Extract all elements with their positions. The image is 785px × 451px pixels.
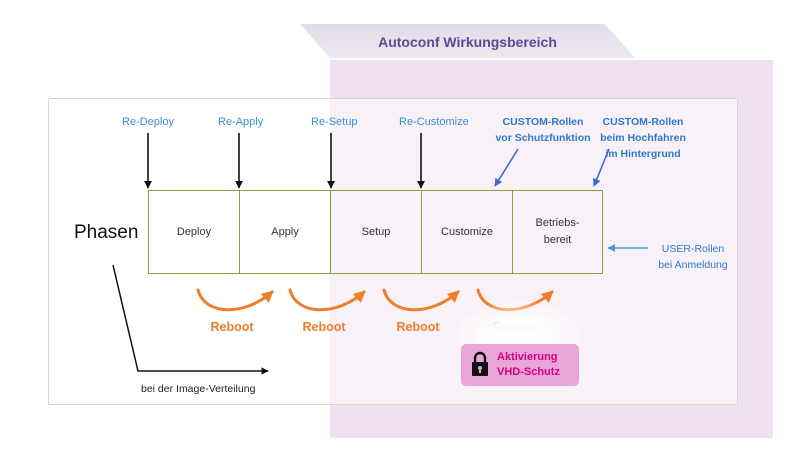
custom-roles-before-protection: CUSTOM-Rollen vor Schutzfunktion — [488, 114, 598, 146]
reboot-label: Reboot — [210, 320, 254, 334]
label-re-setup: Re-Setup — [311, 116, 358, 128]
custom-roles-bg-line1: CUSTOM-Rollen — [602, 116, 684, 128]
phase-setup-label: Setup — [361, 226, 391, 238]
user-roles-line1: USER-Rollen — [661, 243, 725, 255]
phase-setup: Setup — [330, 190, 422, 274]
phase-betriebsbereit: Betriebs- bereit — [512, 190, 603, 274]
label-re-apply: Re-Apply — [218, 116, 264, 128]
image-distribution-label: bei der Image-Verteilung — [141, 383, 256, 395]
curved-arrow-icon — [196, 288, 274, 312]
arrow-diagonal-icon — [494, 148, 519, 187]
phase-betriebsbereit-label: Betriebs- bereit — [535, 217, 580, 246]
curved-arrow-icon — [382, 288, 460, 312]
phase-axis-arrow — [112, 264, 269, 375]
reboot-label: Reboot — [302, 320, 346, 334]
user-roles: USER-Rollen bei Anmeldung — [648, 241, 738, 273]
activation-line1: Aktivierung — [497, 351, 558, 363]
phase-apply-label: Apply — [271, 226, 299, 238]
custom-roles-before-line2: vor Schutzfunktion — [495, 132, 591, 144]
label-re-customize: Re-Customize — [399, 116, 469, 128]
phase-apply: Apply — [239, 190, 331, 274]
phase-deploy: Deploy — [148, 190, 240, 274]
activation-line2: VHD-Schutz — [497, 366, 560, 378]
arrow-diagonal-icon — [592, 148, 610, 187]
phases-label: Phasen — [74, 222, 139, 243]
header-band — [300, 24, 635, 58]
curved-arrow-icon — [288, 288, 366, 312]
custom-roles-background: CUSTOM-Rollen beim Hochfahren im Hinterg… — [588, 114, 698, 162]
page-title: Autoconf Wirkungsbereich — [378, 34, 557, 50]
custom-roles-bg-line2: beim Hochfahren — [600, 132, 686, 144]
reboot-label: Reboot — [396, 320, 440, 334]
phase-customize: Customize — [421, 190, 513, 274]
user-roles-line2: bei Anmeldung — [658, 259, 728, 271]
phase-deploy-label: Deploy — [176, 226, 212, 238]
lock-icon — [472, 351, 488, 376]
custom-roles-before-line1: CUSTOM-Rollen — [502, 116, 584, 128]
diagram-frame — [48, 98, 738, 405]
label-re-deploy: Re-Deploy — [122, 116, 174, 128]
activation-text: Aktivierung VHD-Schutz — [497, 350, 560, 380]
phase-customize-label: Customize — [441, 226, 493, 238]
custom-roles-bg-line3: im Hintergrund — [605, 148, 681, 160]
